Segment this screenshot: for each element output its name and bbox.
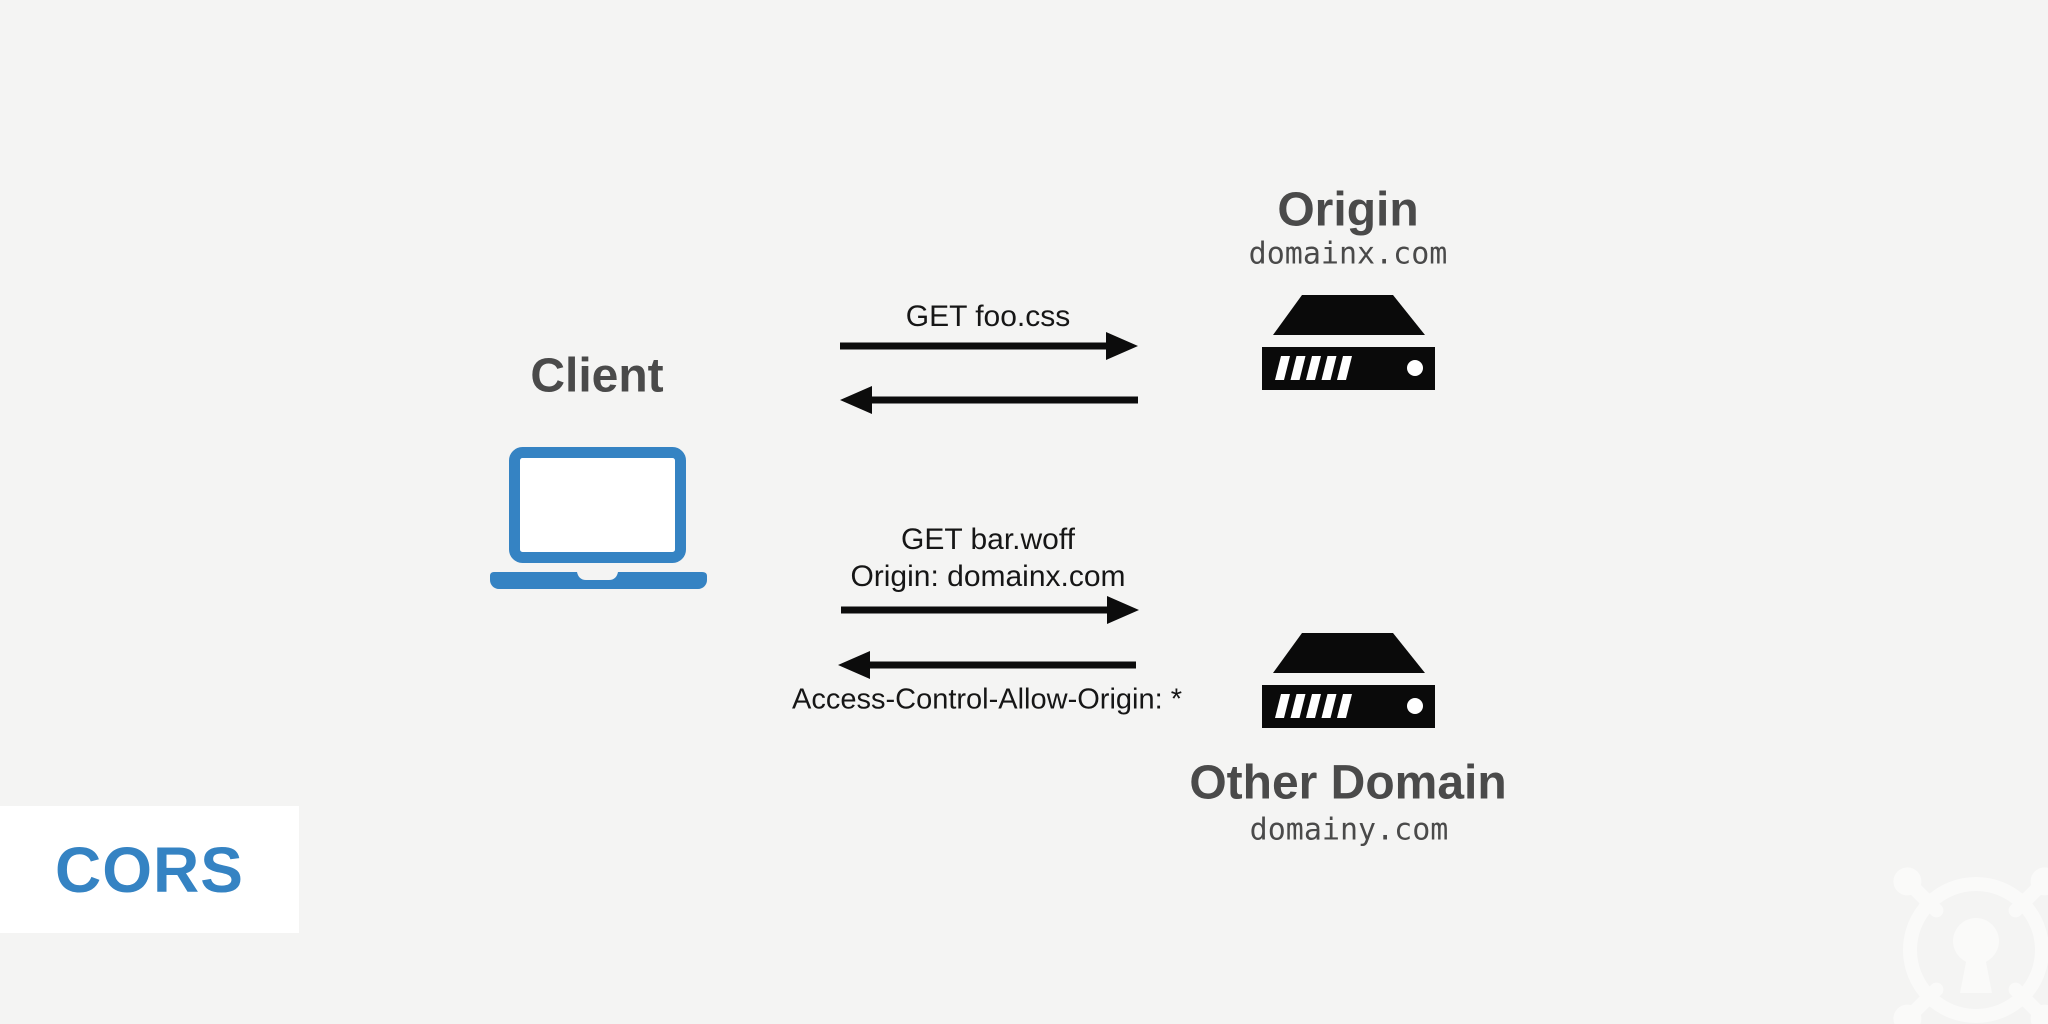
- arrow-right-request-2-icon: [841, 596, 1139, 624]
- cors-title-badge: CORS: [0, 806, 299, 933]
- keyhole-sprocket-logo-icon: [1893, 867, 2048, 1024]
- request-label-get-foo-css: GET foo.css: [905, 300, 1071, 333]
- server-icon: [1262, 295, 1435, 390]
- arrow-left-response-2-icon: [838, 651, 1136, 679]
- laptop-icon: [490, 447, 707, 589]
- origin-server-title: Origin: [1277, 183, 1419, 237]
- arrow-right-request-1-icon: [840, 332, 1138, 360]
- other-server-domain: domainy.com: [1249, 812, 1449, 848]
- request-label-origin-header: Origin: domainx.com: [850, 560, 1126, 593]
- cors-title: CORS: [55, 833, 244, 906]
- request-label-get-bar-woff: GET bar.woff: [901, 523, 1075, 556]
- other-server-title: Other Domain: [1189, 756, 1507, 810]
- response-label-acao-header: Access-Control-Allow-Origin: *: [792, 683, 1182, 716]
- client-label: Client: [530, 349, 664, 403]
- origin-server-domain: domainx.com: [1248, 236, 1448, 272]
- server-icon: [1262, 633, 1435, 728]
- arrow-left-response-1-icon: [840, 386, 1138, 414]
